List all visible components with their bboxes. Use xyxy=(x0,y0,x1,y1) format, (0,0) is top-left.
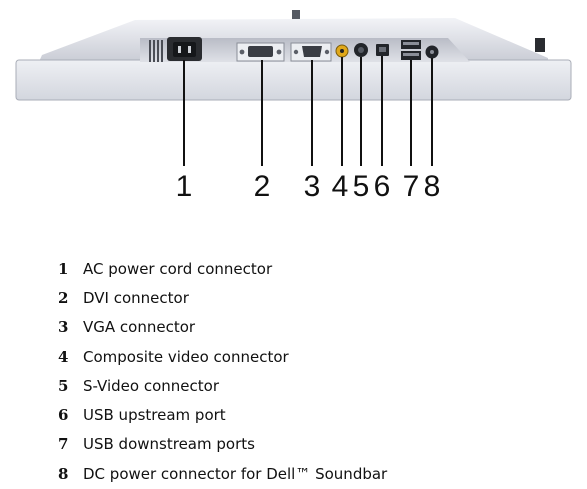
leader-lines xyxy=(183,56,433,166)
legend-number: 3 xyxy=(58,318,69,337)
vent xyxy=(149,40,163,62)
callout-2: 2 xyxy=(254,170,271,203)
legend-item: 1 AC power cord connector xyxy=(58,254,387,283)
monitor-ports-diagram: 1 2 3 4 5 6 7 8 xyxy=(15,10,572,203)
legend-item: 6 USB upstream port xyxy=(58,400,387,429)
s-video-connector xyxy=(354,43,368,57)
legend-item: 5 S-Video connector xyxy=(58,371,387,400)
callout-6: 6 xyxy=(374,170,391,203)
legend-label: USB downstream ports xyxy=(83,435,255,454)
dc-power-connector xyxy=(425,45,439,59)
callout-5: 5 xyxy=(353,170,370,203)
legend-number: 7 xyxy=(58,435,69,454)
callout-1: 1 xyxy=(176,170,193,203)
ac-power-connector xyxy=(167,37,202,61)
callout-3: 3 xyxy=(304,170,321,203)
legend-item: 4 Composite video connector xyxy=(58,342,387,371)
legend-item: 2 DVI connector xyxy=(58,283,387,312)
usb-upstream-port xyxy=(376,44,389,56)
legend-label: S-Video connector xyxy=(83,376,219,395)
legend-item: 7 USB downstream ports xyxy=(58,430,387,459)
legend-number: 6 xyxy=(58,406,69,425)
vga-connector xyxy=(290,42,332,62)
callout-4: 4 xyxy=(332,170,349,203)
dvi-connector xyxy=(236,42,285,62)
connector-legend: 1 AC power cord connector 2 DVI connecto… xyxy=(58,254,387,488)
legend-number: 1 xyxy=(58,259,69,278)
legend-label: DVI connector xyxy=(83,288,189,307)
legend-number: 8 xyxy=(58,464,69,483)
legend-label: DC power connector for Dell™ Soundbar xyxy=(83,464,388,483)
callout-8: 8 xyxy=(424,170,441,203)
legend-item: 8 DC power connector for Dell™ Soundbar xyxy=(58,459,387,488)
knob xyxy=(292,10,300,22)
legend-item: 3 VGA connector xyxy=(58,313,387,342)
legend-number: 5 xyxy=(58,376,69,395)
legend-label: AC power cord connector xyxy=(83,259,273,278)
callout-7: 7 xyxy=(403,170,420,203)
legend-number: 4 xyxy=(58,347,69,366)
legend-label: VGA connector xyxy=(83,318,196,337)
composite-video-connector xyxy=(335,44,349,58)
bracket xyxy=(535,38,545,52)
panel-front xyxy=(15,59,572,101)
legend-label: USB upstream port xyxy=(83,406,226,425)
legend-label: Composite video connector xyxy=(83,347,289,366)
usb-downstream-ports xyxy=(401,40,421,60)
legend-number: 2 xyxy=(58,288,69,307)
